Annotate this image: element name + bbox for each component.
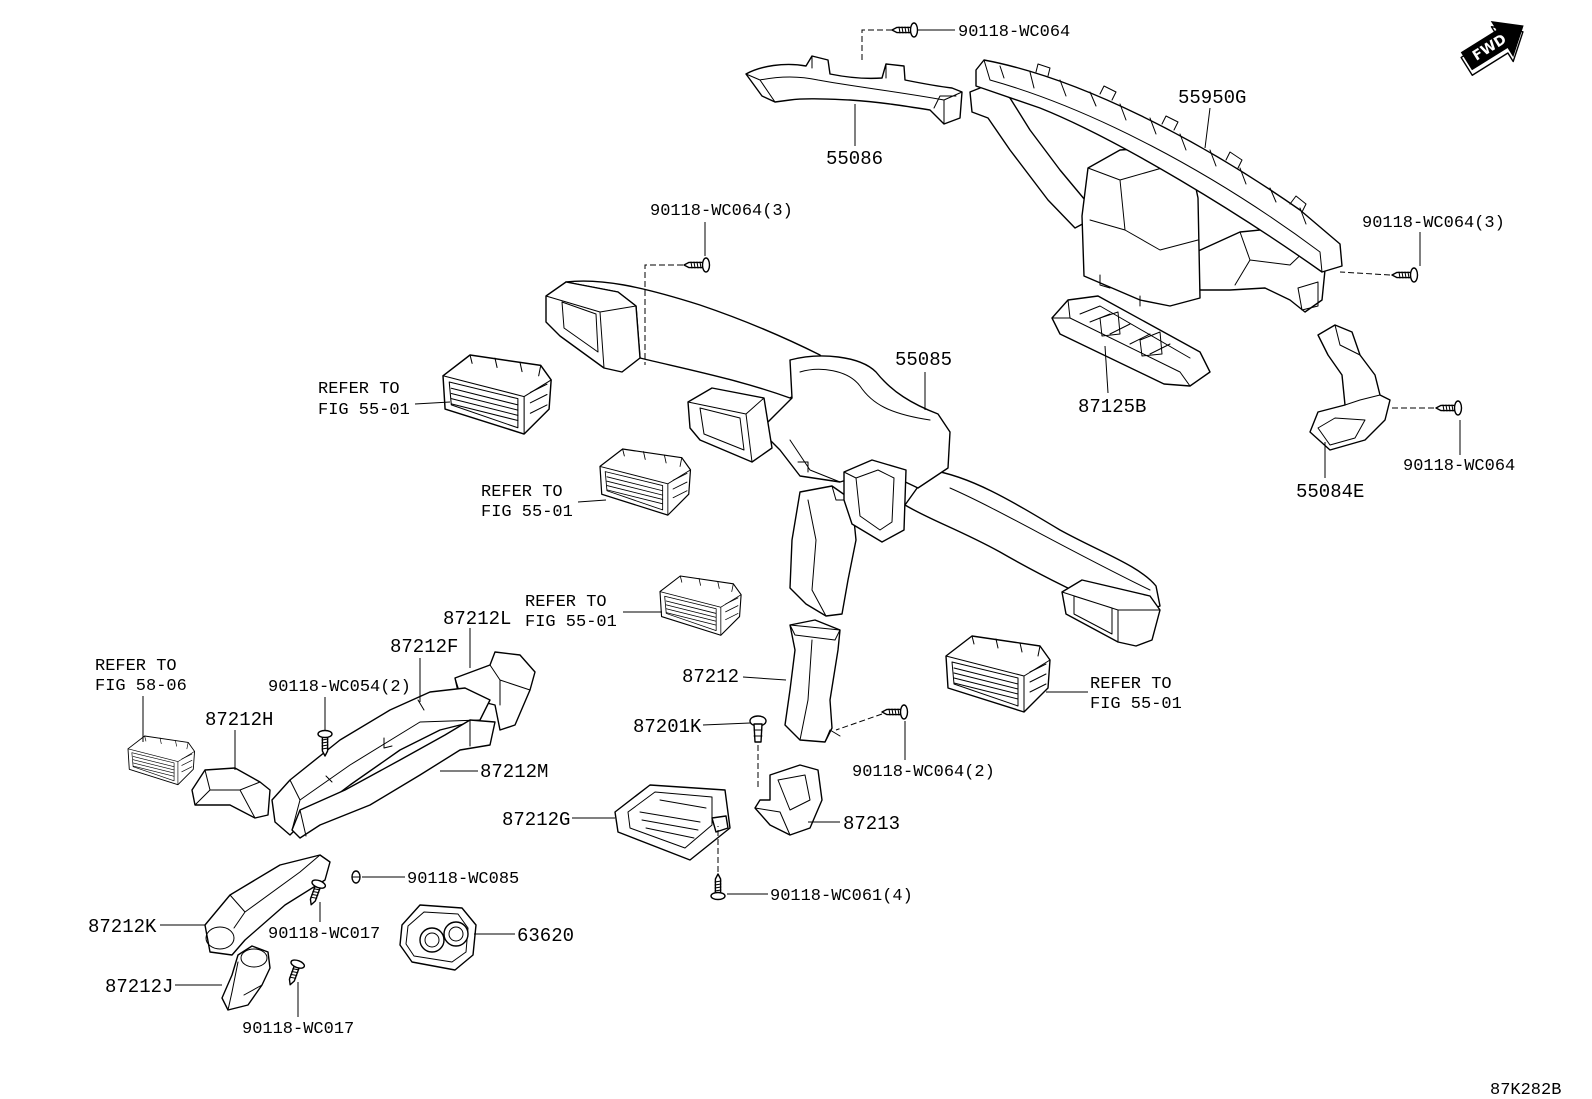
screw-wc064-2-icon bbox=[881, 704, 909, 720]
refer-upper-left-line1: REFER TO bbox=[318, 380, 400, 399]
label-clip-wc085: 90118-WC085 bbox=[407, 870, 519, 889]
refer-upper-left-line2: FIG 55-01 bbox=[318, 401, 410, 420]
label-screw-wc061: 90118-WC061(4) bbox=[770, 887, 913, 906]
label-55084e: 55084E bbox=[1296, 481, 1364, 503]
label-screw-wc054: 90118-WC054(2) bbox=[268, 678, 411, 697]
register-87212g-drawing bbox=[614, 784, 731, 861]
label-87212h: 87212H bbox=[205, 709, 273, 731]
duct-87212h-drawing bbox=[191, 767, 271, 819]
duct-55950g-drawing bbox=[969, 59, 1343, 313]
screw-upper-right-icon bbox=[1391, 267, 1419, 283]
refer-center-left-line2: FIG 55-01 bbox=[481, 503, 573, 522]
register-center-left-drawing bbox=[599, 448, 692, 516]
label-87213: 87213 bbox=[843, 813, 900, 835]
screw-wc017-lower-icon bbox=[282, 957, 307, 988]
screw-right-icon bbox=[1435, 400, 1463, 416]
forward-arrow-icon: FWD bbox=[1460, 20, 1524, 76]
screw-upper-center-icon bbox=[683, 257, 711, 273]
refer-center-line2: FIG 55-01 bbox=[525, 613, 617, 632]
label-87212m: 87212M bbox=[480, 761, 548, 783]
label-screw-upper-center: 90118-WC064(3) bbox=[650, 202, 793, 221]
register-upper-left-drawing bbox=[442, 354, 552, 435]
label-87212f: 87212F bbox=[390, 636, 458, 658]
label-screw-right: 90118-WC064 bbox=[1403, 457, 1515, 476]
label-87212k: 87212K bbox=[88, 916, 157, 938]
label-87212: 87212 bbox=[682, 666, 739, 688]
register-center-drawing bbox=[659, 575, 742, 636]
leader-87201k bbox=[702, 722, 751, 726]
grille-87125b-drawing bbox=[1051, 295, 1211, 387]
refer-center-line1: REFER TO bbox=[525, 593, 607, 612]
screw-top-icon bbox=[891, 22, 919, 38]
refer-right-line1: REFER TO bbox=[1090, 675, 1172, 694]
refer-left-line1: REFER TO bbox=[95, 657, 177, 676]
nozzle-63620-drawing bbox=[399, 904, 477, 971]
leader-screw-upper-right-dashed bbox=[1339, 271, 1391, 276]
clip-87201k-icon bbox=[749, 715, 767, 743]
duct-55084e-drawing bbox=[1309, 324, 1391, 451]
duct-87212m-drawing bbox=[291, 719, 496, 839]
duct-55085-drawing bbox=[545, 280, 1161, 647]
leader-55950g bbox=[1204, 107, 1211, 149]
label-87212g: 87212G bbox=[502, 809, 570, 831]
drawing-code: 87K282B bbox=[1490, 1081, 1561, 1099]
leader-refer-center-left bbox=[577, 499, 607, 503]
refer-left-line2: FIG 58-06 bbox=[95, 677, 187, 696]
label-screw-wc064-2: 90118-WC064(2) bbox=[852, 763, 995, 782]
leader-87212 bbox=[742, 676, 787, 681]
register-left-drawing bbox=[127, 735, 196, 786]
leader-screw-top-dashed bbox=[861, 29, 892, 62]
label-screw-upper-right: 90118-WC064(3) bbox=[1362, 214, 1505, 233]
duct-87212j-drawing bbox=[221, 945, 271, 1011]
label-87212j: 87212J bbox=[105, 976, 173, 998]
label-55950g: 55950G bbox=[1178, 87, 1246, 109]
label-63620: 63620 bbox=[517, 925, 574, 947]
duct-87212-drawing bbox=[784, 619, 841, 743]
label-87201k: 87201K bbox=[633, 716, 702, 738]
leader-screw-wc064-2-dashed bbox=[835, 713, 883, 731]
label-screw-wc017-upper: 90118-WC017 bbox=[268, 925, 380, 944]
register-right-drawing bbox=[945, 635, 1051, 713]
label-screw-wc017-lower: 90118-WC017 bbox=[242, 1020, 354, 1039]
refer-center-left-line1: REFER TO bbox=[481, 483, 563, 502]
screw-wc061-icon bbox=[710, 873, 726, 901]
leader-refer-upper-left bbox=[414, 401, 451, 405]
leader-87125b bbox=[1104, 345, 1109, 394]
duct-87213-drawing bbox=[754, 764, 823, 836]
duct-87212k-drawing bbox=[204, 854, 331, 956]
refer-right-line2: FIG 55-01 bbox=[1090, 695, 1182, 714]
label-87125b: 87125B bbox=[1078, 396, 1146, 418]
label-55085: 55085 bbox=[895, 349, 952, 371]
leader-screw-upper-center-dashed bbox=[644, 264, 683, 365]
label-87212l: 87212L bbox=[443, 608, 511, 630]
duct-55086-drawing bbox=[745, 55, 963, 125]
label-screw-top: 90118-WC064 bbox=[958, 23, 1070, 42]
clip-wc085-icon bbox=[351, 870, 361, 884]
label-55086: 55086 bbox=[826, 148, 883, 170]
